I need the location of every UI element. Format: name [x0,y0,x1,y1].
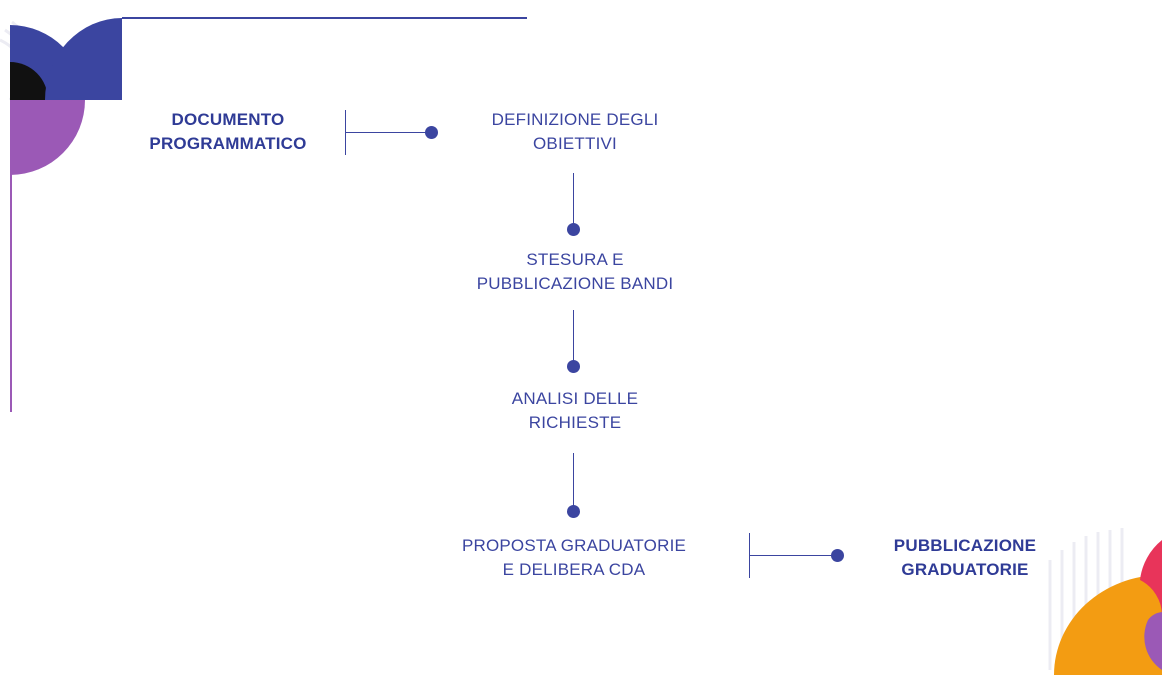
connector-line [749,555,835,556]
connector-line [573,173,574,228]
step-line: STESURA E [526,250,624,269]
node-line: PUBBLICAZIONE [893,536,1037,555]
connector-dot [567,360,580,373]
step-line: PUBBLICAZIONE BANDI [476,274,674,293]
connector-dot [425,126,438,139]
connector-line [345,132,430,133]
node-pubblicazione-graduatorie: PUBBLICAZIONE GRADUATORIE [870,534,1060,582]
step-line: RICHIESTE [528,413,622,432]
step-definizione-obiettivi: DEFINIZIONE DEGLI OBIETTIVI [455,108,695,156]
step-proposta-graduatorie: PROPOSTA GRADUATORIE E DELIBERA CDA [430,534,718,582]
node-documento-programmatico: DOCUMENTO PROGRAMMATICO [128,108,328,156]
connector-line [573,310,574,365]
step-line: OBIETTIVI [533,134,617,153]
connector-dot [567,223,580,236]
step-stesura-pubblicazione-bandi: STESURA E PUBBLICAZIONE BANDI [455,248,695,296]
connector-dot [567,505,580,518]
step-line: PROPOSTA GRADUATORIE [461,536,687,555]
node-line: PROGRAMMATICO [149,134,307,153]
step-analisi-richieste: ANALISI DELLE RICHIESTE [455,387,695,435]
bottom-right-decoration [1048,528,1162,675]
step-line: E DELIBERA CDA [502,560,646,579]
node-line: DOCUMENTO [171,110,285,129]
connector-dot [831,549,844,562]
node-line: GRADUATORIE [901,560,1029,579]
connector-line [573,453,574,510]
step-line: ANALISI DELLE [511,389,639,408]
step-line: DEFINIZIONE DEGLI [491,110,659,129]
top-left-decoration [0,17,527,412]
